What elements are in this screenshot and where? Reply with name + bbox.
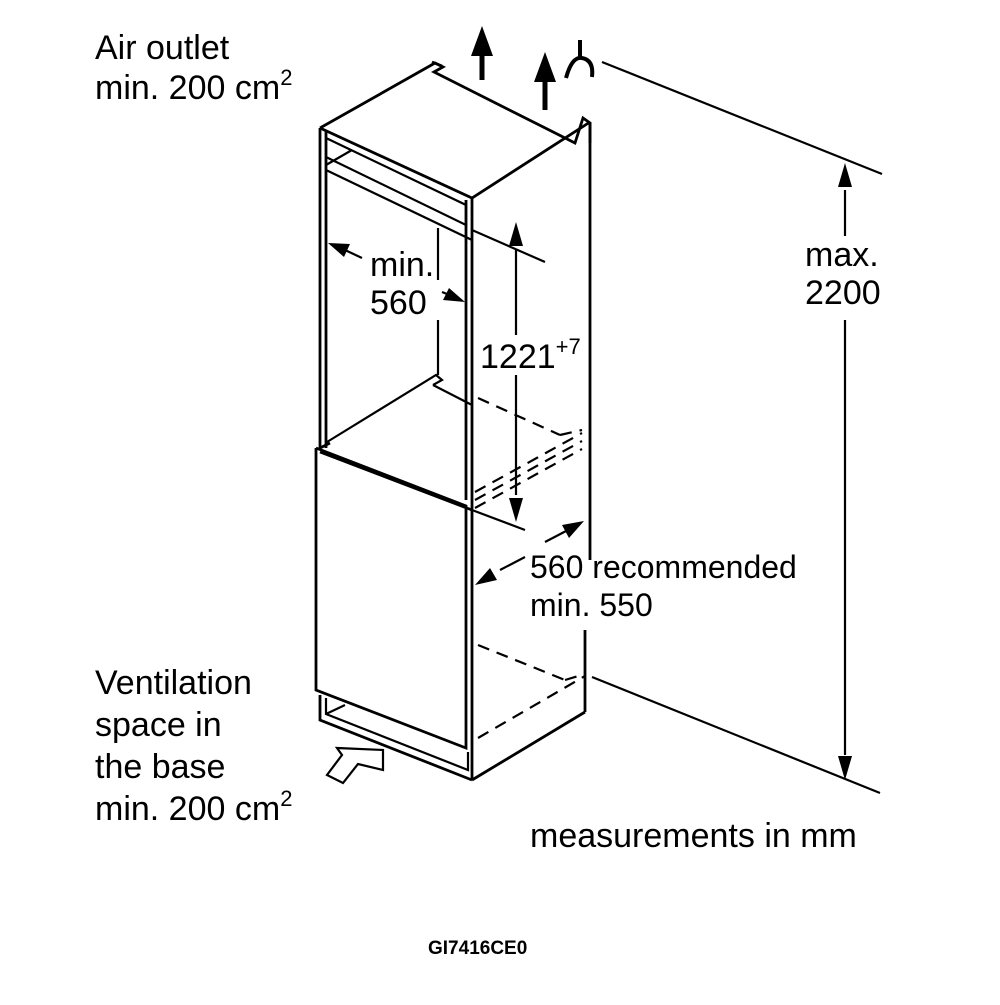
depth-minimum: min. 550 bbox=[530, 587, 653, 623]
ventilation-area-value: min. 200 cm bbox=[95, 790, 281, 828]
cabinet-front-right bbox=[464, 122, 592, 782]
ceiling-symbol-icon bbox=[564, 40, 595, 79]
air-outlet-area-sup: 2 bbox=[280, 65, 293, 90]
niche-width-min: min. bbox=[370, 246, 435, 284]
hollow-arrow-icon bbox=[325, 746, 385, 785]
hidden-lines-upper bbox=[474, 396, 583, 509]
niche-width-value: 560 bbox=[370, 284, 427, 322]
cabinet-top bbox=[319, 60, 592, 200]
niche-width-dimension bbox=[328, 243, 465, 302]
depth-label: 560 recommended min. 550 bbox=[530, 548, 797, 624]
air-outlet-title: Air outlet bbox=[95, 29, 230, 67]
depth-dimension bbox=[475, 521, 584, 585]
ventilation-label: Ventilation space in the base min. 200 c… bbox=[95, 662, 292, 830]
niche-shelf bbox=[326, 373, 473, 443]
appliance-height-value: 1221 bbox=[480, 338, 556, 376]
max-height-dimension bbox=[591, 60, 883, 795]
depth-recommended: 560 recommended bbox=[530, 549, 797, 585]
appliance-door bbox=[314, 446, 526, 751]
max-height-prefix: max. bbox=[805, 236, 879, 274]
plinth bbox=[318, 695, 473, 782]
max-height-label: max. 2200 bbox=[805, 236, 881, 312]
ventilation-area-sup: 2 bbox=[280, 786, 293, 811]
max-height-value: 2200 bbox=[805, 274, 881, 312]
ventilation-line1: Ventilation bbox=[95, 664, 252, 702]
model-code: GI7416CE0 bbox=[428, 938, 528, 959]
air-outlet-label: Air outlet min. 200 cm2 bbox=[95, 28, 292, 108]
air-outlet-area-value: min. 200 cm bbox=[95, 69, 281, 107]
niche-width-label: min. 560 bbox=[370, 246, 434, 322]
air-outlet-area: min. 200 cm2 bbox=[95, 65, 293, 108]
cabinet-left-side bbox=[318, 128, 331, 450]
appliance-height-label: 1221+7 bbox=[480, 334, 581, 377]
ventilation-area: min. 200 cm2 bbox=[95, 788, 292, 830]
appliance-height-tolerance: +7 bbox=[555, 334, 581, 359]
hidden-lines-lower bbox=[477, 643, 586, 739]
ventilation-line2: space in bbox=[95, 706, 222, 744]
appliance-height-dimension bbox=[509, 222, 523, 522]
arrow-up-icon bbox=[471, 26, 556, 110]
ventilation-line3: the base bbox=[95, 748, 226, 786]
units-note: measurements in mm bbox=[530, 817, 857, 855]
